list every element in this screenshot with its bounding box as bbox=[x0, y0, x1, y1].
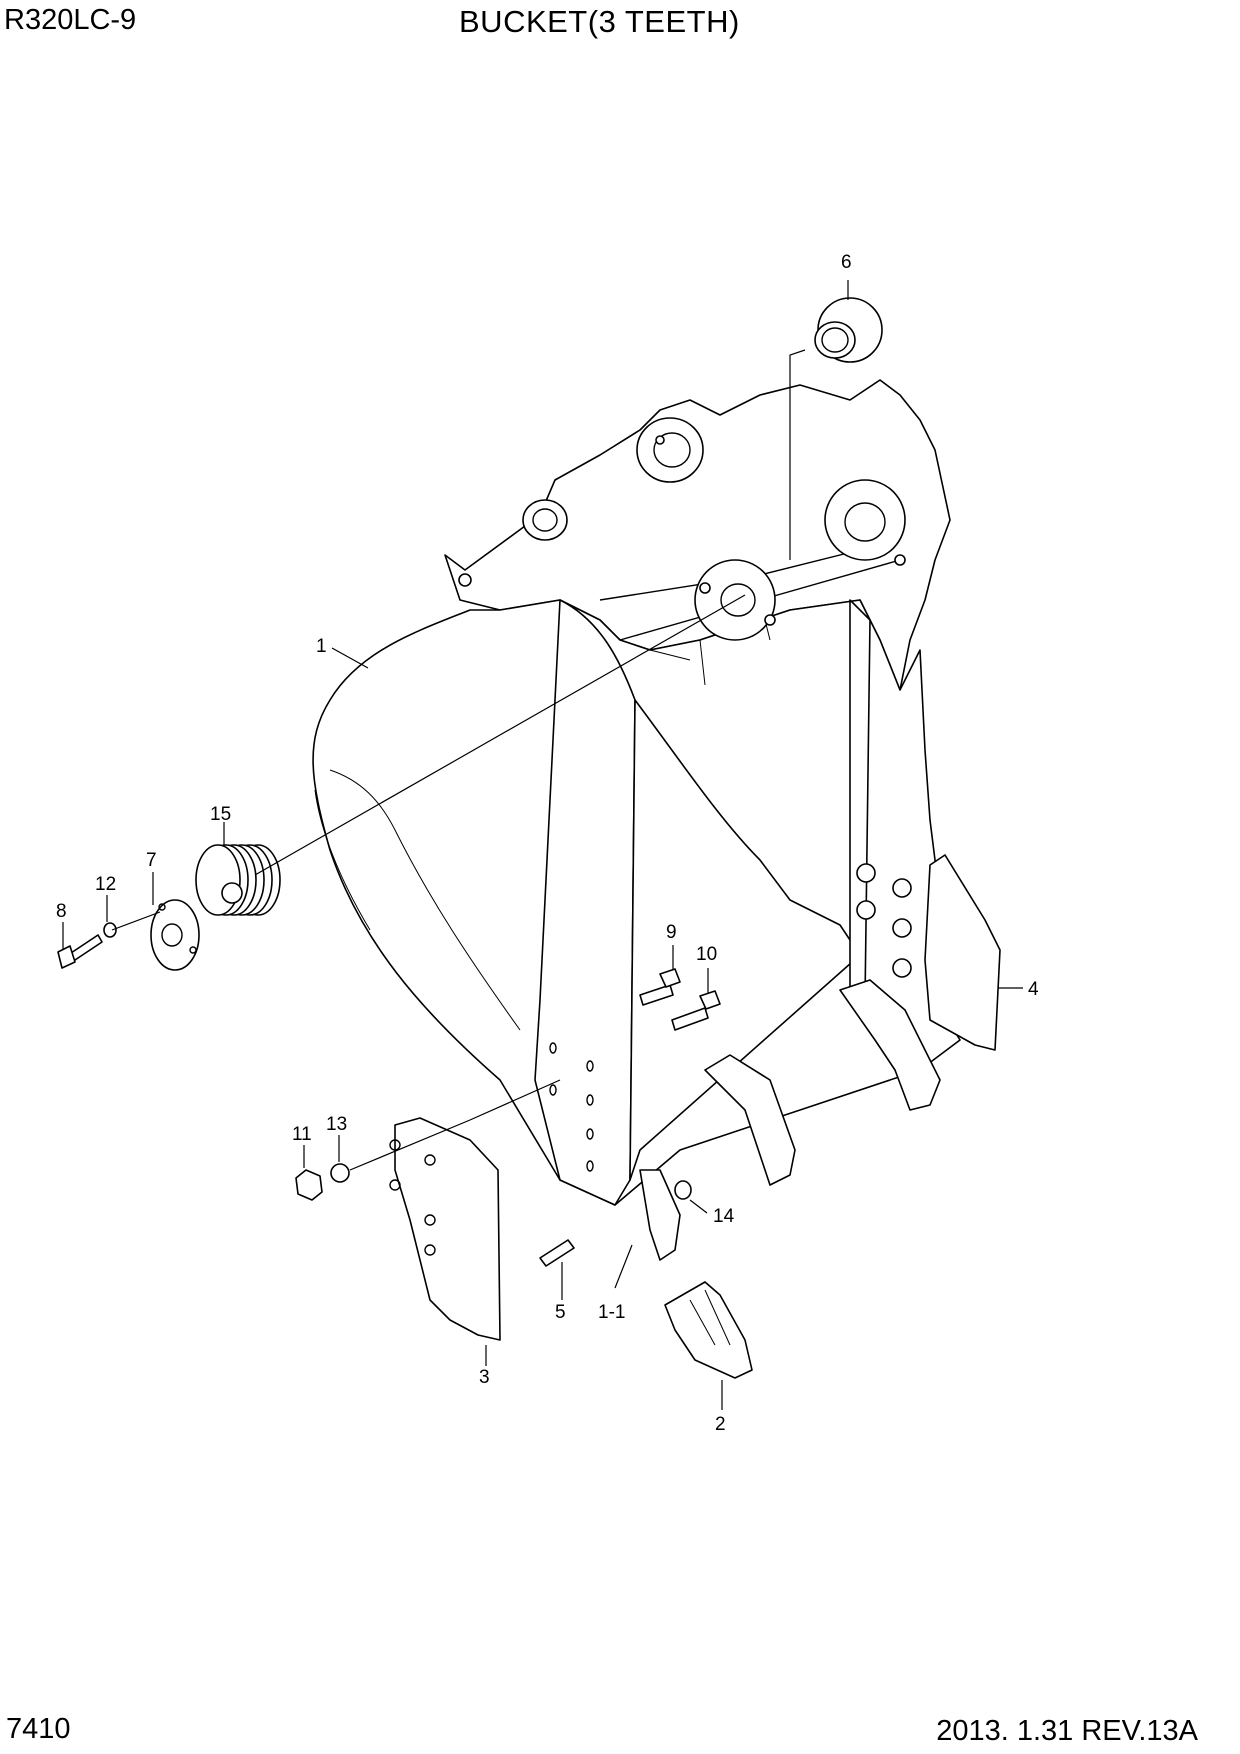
nut-11 bbox=[295, 1169, 323, 1201]
callout-labels: 1 6 15 7 12 8 9 10 11 13 14 5 1-1 3 4 2 bbox=[56, 252, 1039, 1435]
model-number: R320LC-9 bbox=[4, 4, 137, 36]
side-cutter-right bbox=[924, 854, 1001, 1051]
callout-2: 2 bbox=[715, 1414, 726, 1435]
callout-11: 11 bbox=[292, 1124, 312, 1145]
callout-5: 5 bbox=[555, 1302, 566, 1323]
side-bolts-right bbox=[856, 863, 912, 978]
lock-ring-14 bbox=[674, 1180, 692, 1200]
callout-1: 1 bbox=[316, 636, 327, 657]
callout-6: 6 bbox=[841, 252, 852, 273]
callout-9: 9 bbox=[666, 922, 677, 943]
tooth-point bbox=[664, 1281, 753, 1379]
shim-stack bbox=[195, 844, 281, 916]
callout-1-1: 1-1 bbox=[598, 1302, 625, 1323]
callout-14: 14 bbox=[713, 1206, 735, 1227]
callout-8: 8 bbox=[56, 901, 67, 922]
side-holes-left bbox=[549, 1042, 594, 1172]
callout-15: 15 bbox=[210, 804, 231, 825]
leader-lines bbox=[62, 280, 1023, 1410]
bushing bbox=[814, 297, 883, 363]
callout-13: 13 bbox=[326, 1114, 347, 1135]
bolt-8 bbox=[57, 934, 103, 969]
washer-12 bbox=[103, 922, 117, 938]
washer-13 bbox=[330, 1163, 350, 1183]
callout-7: 7 bbox=[146, 850, 157, 871]
page-number: 7410 bbox=[6, 1713, 71, 1745]
revision-date: 2013. 1.31 REV.13A bbox=[936, 1715, 1198, 1747]
callout-10: 10 bbox=[696, 944, 717, 965]
pin-5 bbox=[539, 1239, 575, 1267]
tooth-adapters bbox=[639, 979, 941, 1261]
side-cutter-left bbox=[394, 1117, 501, 1341]
cover-plate bbox=[150, 899, 200, 971]
bolt-9 bbox=[639, 968, 681, 1006]
callout-4: 4 bbox=[1028, 979, 1039, 1000]
callout-3: 3 bbox=[479, 1367, 490, 1388]
bolt-10 bbox=[671, 990, 721, 1031]
bucket-floor bbox=[629, 699, 861, 1181]
callout-12: 12 bbox=[95, 874, 116, 895]
bucket-side-rib-left bbox=[534, 599, 636, 1206]
page-title: BUCKET(3 TEETH) bbox=[459, 4, 740, 39]
